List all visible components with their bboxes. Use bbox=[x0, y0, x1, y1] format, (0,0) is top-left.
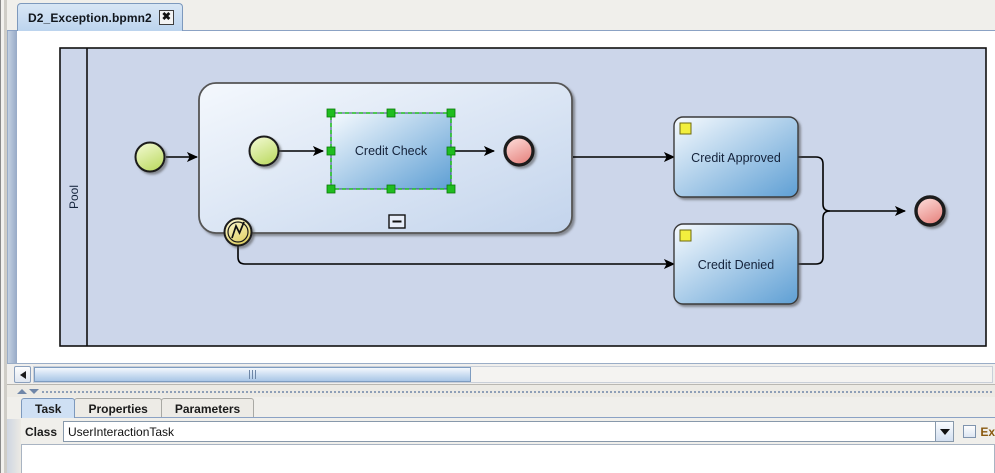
flow-denied-to-end bbox=[798, 210, 831, 265]
user-task-marker-icon bbox=[679, 122, 692, 135]
horizontal-scroll-track[interactable] bbox=[33, 366, 993, 383]
tab-properties[interactable]: Properties bbox=[74, 398, 162, 418]
splitter-collapse-up-icon[interactable] bbox=[16, 387, 27, 396]
selection-handles[interactable] bbox=[326, 108, 456, 194]
class-dropdown-arrow-icon[interactable] bbox=[935, 421, 955, 442]
editor-tab-d2-exception[interactable]: D2_Exception.bpmn2 ✖ bbox=[17, 3, 183, 31]
tab-parameters[interactable]: Parameters bbox=[160, 398, 255, 418]
canvas-viewport: Pool bbox=[7, 31, 995, 363]
tab-task[interactable]: Task bbox=[21, 398, 76, 418]
tab-properties-label: Properties bbox=[88, 401, 148, 416]
scroll-left-arrow-icon[interactable] bbox=[14, 366, 31, 383]
properties-tab-bar: Task Properties Parameters bbox=[21, 398, 255, 418]
task-credit-check[interactable]: Credit Check bbox=[326, 108, 456, 194]
subprocess-collapse-marker[interactable] bbox=[388, 214, 406, 229]
class-input-value: UserInteractionTask bbox=[68, 424, 175, 439]
tab-task-label: Task bbox=[35, 401, 62, 416]
panel-splitter[interactable] bbox=[7, 384, 995, 397]
splitter-grip-icon bbox=[41, 390, 993, 393]
external-checkbox-label: Ex bbox=[980, 424, 995, 439]
properties-content-area[interactable] bbox=[21, 444, 995, 473]
editor-tab-bar: D2_Exception.bpmn2 ✖ bbox=[7, 0, 995, 31]
task-credit-approved[interactable]: Credit Approved bbox=[673, 116, 799, 198]
horizontal-scrollbar[interactable] bbox=[7, 363, 995, 384]
flow-boundary-to-denied bbox=[237, 246, 676, 270]
external-checkbox[interactable]: Ex bbox=[963, 425, 995, 439]
task-label-credit-denied: Credit Denied bbox=[698, 258, 774, 272]
editor-tab-label: D2_Exception.bpmn2 bbox=[28, 10, 152, 25]
class-input[interactable]: UserInteractionTask bbox=[63, 421, 937, 442]
start-event[interactable] bbox=[134, 141, 166, 173]
bpmn-canvas[interactable]: Pool bbox=[17, 31, 995, 363]
pool-label: Pool bbox=[67, 185, 81, 209]
properties-panel: Task Properties Parameters Class UserInt… bbox=[7, 397, 995, 473]
start-event-inner[interactable] bbox=[248, 135, 280, 167]
tab-parameters-label: Parameters bbox=[174, 401, 241, 416]
vertical-scrollbar[interactable] bbox=[8, 31, 17, 363]
class-field-label: Class bbox=[25, 424, 58, 439]
task-label-credit-approved: Credit Approved bbox=[691, 151, 781, 165]
boundary-error-event[interactable] bbox=[223, 217, 253, 247]
tabs-underline bbox=[21, 417, 995, 418]
close-icon[interactable]: ✖ bbox=[158, 10, 174, 25]
class-field-row: Class UserInteractionTask Ex bbox=[21, 421, 995, 442]
end-event-inner[interactable] bbox=[503, 135, 535, 167]
scroll-thumb-grip-icon bbox=[249, 370, 256, 379]
error-bolt-icon bbox=[231, 221, 245, 239]
task-credit-denied[interactable]: Credit Denied bbox=[673, 223, 799, 305]
window-left-frame bbox=[0, 0, 7, 473]
user-task-marker-icon bbox=[679, 229, 692, 242]
horizontal-scroll-thumb[interactable] bbox=[34, 367, 471, 382]
bpmn-diagram: Pool bbox=[59, 47, 987, 347]
task-label-credit-check: Credit Check bbox=[355, 144, 428, 158]
splitter-collapse-down-icon[interactable] bbox=[28, 387, 39, 396]
checkbox-icon[interactable] bbox=[963, 425, 977, 438]
end-event[interactable] bbox=[914, 195, 946, 227]
properties-left-rail bbox=[7, 419, 21, 473]
